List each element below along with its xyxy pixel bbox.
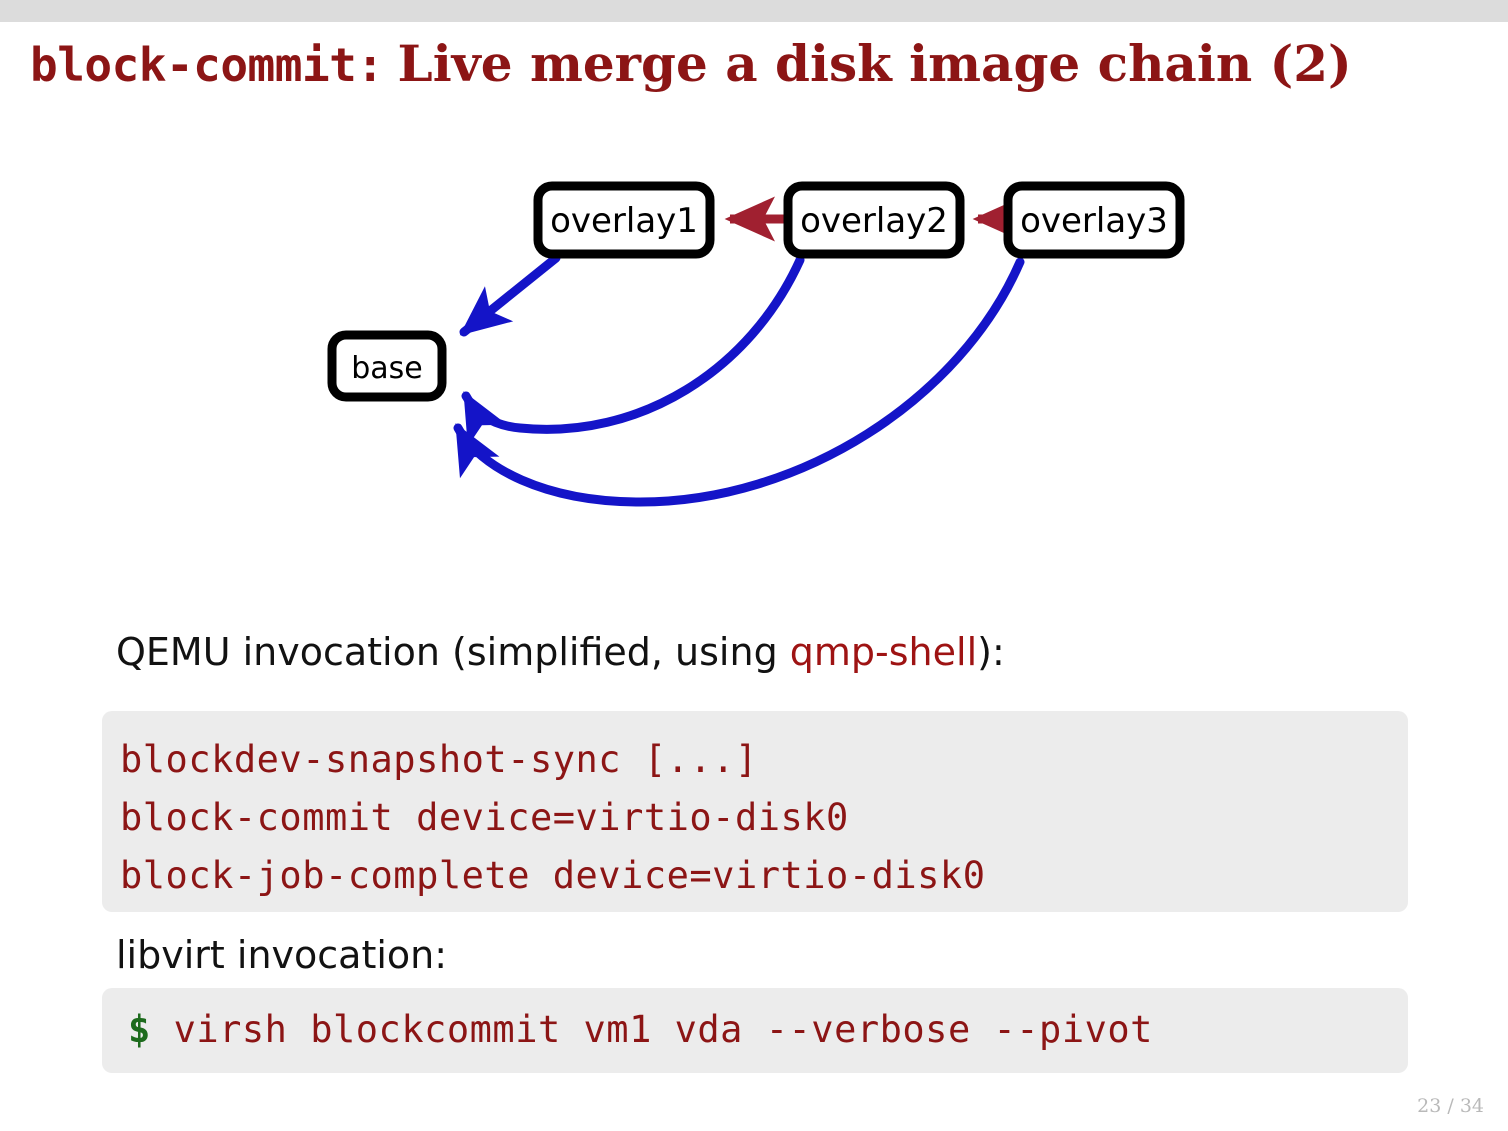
page-title-command: block-commit: <box>30 38 384 92</box>
code-line: block-commit device=virtio-disk0 <box>120 796 849 839</box>
qemu-caption-post: ): <box>977 630 1005 674</box>
node-overlay3: overlay3 <box>1003 181 1185 259</box>
commit-edge-overlay2-base <box>461 255 805 447</box>
node-base-label: base <box>351 351 423 386</box>
commit-edge-overlay1-base <box>459 253 561 337</box>
page-title: block-commit:Live merge a disk image cha… <box>30 34 1480 104</box>
qmp-shell-accent: qmp-shell <box>789 630 978 674</box>
code-line: blockdev-snapshot-sync [...] <box>120 738 758 781</box>
libvirt-code-block: $ virsh blockcommit vm1 vda --verbose --… <box>102 988 1408 1073</box>
virsh-command: virsh blockcommit vm1 vda --verbose --pi… <box>173 1008 1153 1051</box>
top-bar <box>0 0 1508 22</box>
node-overlay1-label: overlay1 <box>550 201 698 241</box>
code-line: block-job-complete device=virtio-disk0 <box>120 854 986 897</box>
libvirt-invocation-caption: libvirt invocation: <box>116 933 448 977</box>
node-overlay1: overlay1 <box>533 181 715 259</box>
qemu-code-block: blockdev-snapshot-sync [...] block-commi… <box>102 711 1408 912</box>
node-overlay2: overlay2 <box>783 181 965 259</box>
node-overlay3-label: overlay3 <box>1020 201 1168 241</box>
commit-edges <box>453 253 1025 507</box>
code-line: $ virsh blockcommit vm1 vda --verbose --… <box>128 1002 1408 1058</box>
node-base: base <box>327 330 447 402</box>
diagram-nodes: overlay1 overlay2 overlay3 base <box>327 181 1185 402</box>
qemu-caption-pre: QEMU invocation (simplified, using <box>116 630 790 674</box>
disk-image-chain-diagram: overlay1 overlay2 overlay3 base <box>0 150 1508 550</box>
shell-prompt-icon: $ <box>128 1008 151 1051</box>
commit-edge-overlay3-base <box>453 257 1025 507</box>
node-overlay2-label: overlay2 <box>800 201 948 241</box>
page-title-text: Live merge a disk image chain (2) <box>397 34 1352 93</box>
page-number: 23 / 34 <box>1417 1095 1484 1117</box>
qemu-invocation-caption: QEMU invocation (simplified, using qmp-s… <box>116 630 1005 674</box>
